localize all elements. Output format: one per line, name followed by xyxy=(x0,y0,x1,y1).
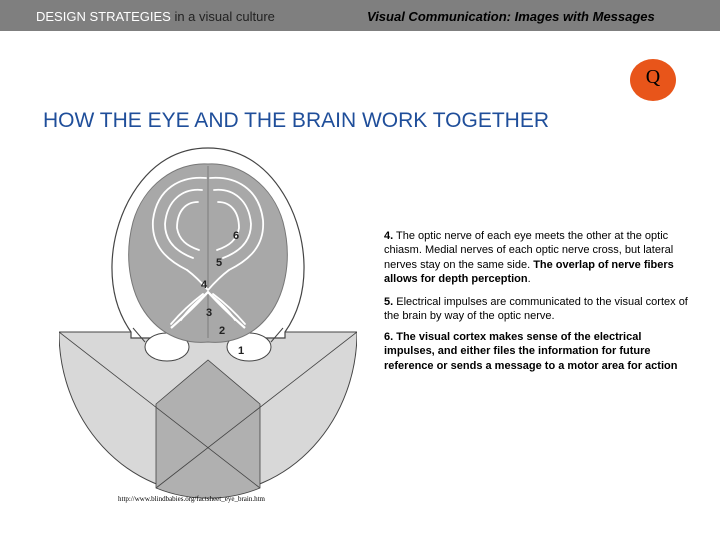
source-url: http://www.blindbabies.org/factsheet_eye… xyxy=(118,495,265,503)
step-4-end: . xyxy=(527,273,531,286)
q-badge: Q xyxy=(630,59,676,101)
header-section-title: Visual Communication: Images with Messag… xyxy=(367,9,655,24)
label-1: 1 xyxy=(238,345,244,357)
eye-brain-diagram: 6 5 4 3 2 1 xyxy=(59,147,357,499)
step-4-number: 4. xyxy=(384,230,394,242)
label-5: 5 xyxy=(216,257,222,269)
paragraph-step-4: 4. The optic nerve of each eye meets the… xyxy=(384,229,694,287)
step-4-text: The optic nerve of each eye meets the ot… xyxy=(384,230,674,271)
label-4: 4 xyxy=(201,279,208,291)
paragraph-step-6: 6. The visual cortex makes sense of the … xyxy=(384,331,678,372)
header-course-main: DESIGN STRATEGIES xyxy=(36,9,171,24)
label-6: 6 xyxy=(233,230,239,242)
q-badge-letter: Q xyxy=(645,66,661,88)
step-5-number: 5. xyxy=(384,296,394,308)
step-4-bold-text: The overlap of nerve fibers allows for d… xyxy=(384,258,674,286)
header-course-sub: in a visual culture xyxy=(170,9,275,24)
paragraph-step-5: 5. Electrical impulses are communicated … xyxy=(384,295,694,324)
label-2: 2 xyxy=(219,325,225,337)
slide-title: HOW THE EYE AND THE BRAIN WORK TOGETHER xyxy=(43,109,550,132)
header-left-panel: DESIGN STRATEGIES in a visual culture xyxy=(0,0,350,31)
header-right-panel: Visual Communication: Images with Messag… xyxy=(352,0,720,31)
visual-field-overlap xyxy=(155,359,261,499)
label-3: 3 xyxy=(206,307,212,319)
step-5-text: Electrical impulses are communicated to … xyxy=(384,296,688,323)
header-course-title: DESIGN STRATEGIES in a visual culture xyxy=(36,9,275,24)
